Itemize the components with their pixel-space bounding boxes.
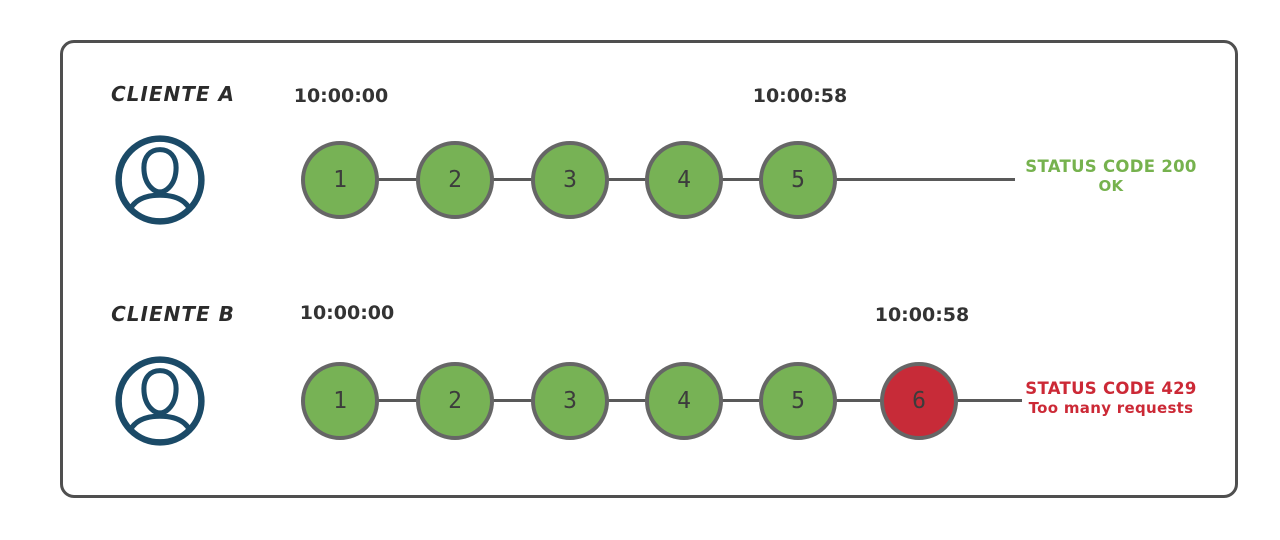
request-number: 2 xyxy=(448,167,462,193)
status-code-text: STATUS CODE 429 xyxy=(1025,379,1197,398)
request-number: 4 xyxy=(677,388,691,414)
client-b-requests: 1 2 3 4 5 6 xyxy=(0,362,1280,440)
request-circle-success: 5 xyxy=(759,141,837,219)
user-avatar-icon xyxy=(114,355,206,447)
client-a-label: CLIENTE A xyxy=(110,82,235,106)
request-number: 1 xyxy=(333,388,347,414)
user-avatar-icon xyxy=(114,134,206,226)
status-message-text: OK xyxy=(1098,177,1124,195)
status-message-text: Too many requests xyxy=(1028,399,1194,417)
client-b-end-time: 10:00:58 xyxy=(874,304,970,326)
request-circle-success: 3 xyxy=(531,362,609,440)
request-circle-success: 5 xyxy=(759,362,837,440)
client-a-status: STATUS CODE 200 OK xyxy=(1025,156,1197,196)
diagram-frame xyxy=(60,40,1238,498)
request-number: 6 xyxy=(912,388,926,414)
request-number: 3 xyxy=(563,388,577,414)
request-number: 3 xyxy=(563,167,577,193)
request-number: 1 xyxy=(333,167,347,193)
request-number: 5 xyxy=(791,167,805,193)
request-circle-success: 3 xyxy=(531,141,609,219)
status-code-text: STATUS CODE 200 xyxy=(1025,157,1197,176)
request-circle-success: 4 xyxy=(645,141,723,219)
client-a-start-time: 10:00:00 xyxy=(293,85,389,107)
request-circle-success: 1 xyxy=(301,141,379,219)
client-b-label: CLIENTE B xyxy=(111,302,235,326)
client-b-status: STATUS CODE 429 Too many requests xyxy=(1025,378,1197,418)
request-number: 4 xyxy=(677,167,691,193)
request-circle-success: 2 xyxy=(416,362,494,440)
client-a-end-time: 10:00:58 xyxy=(752,85,848,107)
request-number: 5 xyxy=(791,388,805,414)
client-a-requests: 1 2 3 4 5 xyxy=(0,141,1280,219)
request-circle-success: 1 xyxy=(301,362,379,440)
request-number: 2 xyxy=(448,388,462,414)
request-circle-success: 4 xyxy=(645,362,723,440)
request-circle-error: 6 xyxy=(880,362,958,440)
client-b-start-time: 10:00:00 xyxy=(299,302,395,324)
request-circle-success: 2 xyxy=(416,141,494,219)
